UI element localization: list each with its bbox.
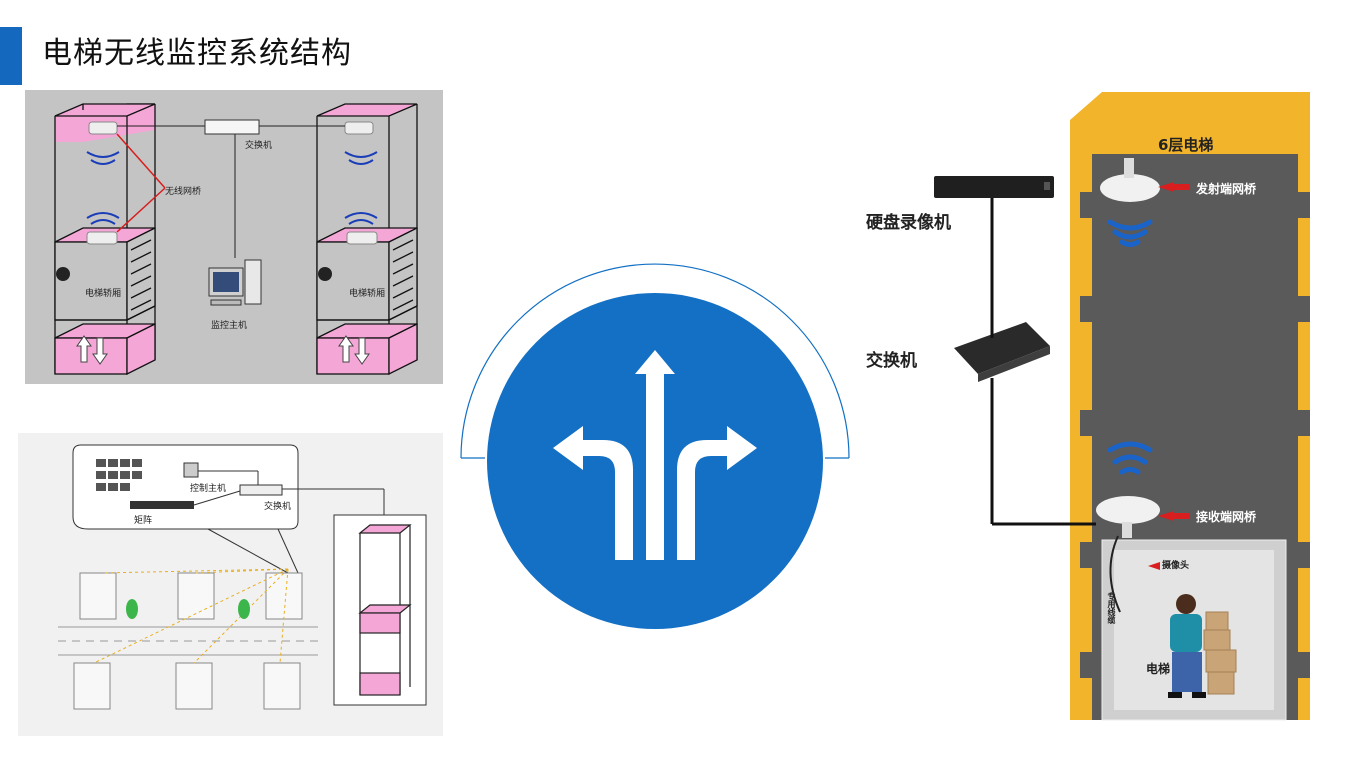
network-lines [117, 125, 345, 258]
monitor-host-icon [208, 259, 262, 306]
elevator-diagram-svg [934, 92, 1310, 721]
label-camera: 摄像头 [1162, 561, 1190, 571]
transmit-bridge-icon [1100, 158, 1160, 202]
inset-shaft [358, 524, 412, 696]
right-shaft [316, 103, 418, 376]
bridge-link-lines [116, 133, 166, 233]
network-switch-device [954, 322, 1050, 382]
label-matrix: 矩阵 [134, 516, 153, 526]
label-car-left: 电梯轿厢 [85, 289, 122, 299]
direction-sign [455, 260, 855, 630]
right-shaft-arrows [338, 335, 370, 365]
wifi-down-icon [1107, 219, 1153, 247]
diagram-wireless-bridge-shafts: 交换机 无线网桥 电梯轿厢 电梯轿厢 监控主机 [25, 90, 443, 384]
switch-device [239, 484, 283, 496]
sign-outer-arc [460, 263, 850, 459]
label-receive-bridge: 接收端网桥 [1196, 510, 1257, 524]
label-cable: 专用线缆 [1107, 592, 1116, 624]
three-way-arrow-icon [553, 350, 757, 560]
label-dvr: 硬盘录像机 [866, 213, 951, 233]
title-accent-bar [0, 27, 22, 85]
label-wireless-bridge: 无线网桥 [165, 187, 202, 197]
deployment-diagram-svg [58, 444, 427, 710]
label-car-right: 电梯轿厢 [349, 289, 386, 299]
label-floor-title: 6层电梯 [1158, 136, 1214, 154]
control-host-icon [183, 462, 199, 478]
right-bridge-icons [318, 121, 378, 281]
dvr-device [934, 176, 1054, 198]
red-arrow-icons [1148, 182, 1190, 570]
left-bridge-icons [56, 121, 120, 281]
network-cables [990, 198, 1121, 613]
label-control-host: 控制主机 [190, 484, 227, 494]
label-switch-c: 交换机 [866, 351, 917, 371]
shafts-diagram-svg [54, 103, 418, 376]
left-shaft-arrows [76, 335, 108, 365]
trees [126, 599, 250, 619]
label-elevator: 电梯 [1146, 662, 1171, 676]
label-switch-b: 交换机 [264, 502, 292, 512]
switch-device [204, 119, 260, 135]
person-figure [1168, 594, 1206, 698]
roads [58, 626, 318, 656]
cardboard-boxes [1203, 611, 1237, 695]
diagram-elevator-6-floors: 6层电梯 发射端网桥 硬盘录像机 交换机 接收端网桥 摄像头 专用线缆 电梯 [858, 92, 1310, 724]
diagram-area-deployment: 控制主机 交换机 矩阵 [18, 433, 443, 736]
receive-bridge-icon [1096, 496, 1160, 538]
page-title: 电梯无线监控系统结构 [42, 36, 352, 71]
label-monitor-host: 监控主机 [211, 321, 248, 331]
label-switch: 交换机 [245, 141, 273, 151]
shaft-openings [1080, 192, 1310, 678]
matrix-device [130, 501, 194, 509]
camera-wall-icon [96, 459, 142, 491]
wifi-up-icon [1107, 441, 1153, 475]
label-transmit-bridge: 发射端网桥 [1196, 182, 1257, 196]
direction-sign-svg [460, 263, 850, 629]
